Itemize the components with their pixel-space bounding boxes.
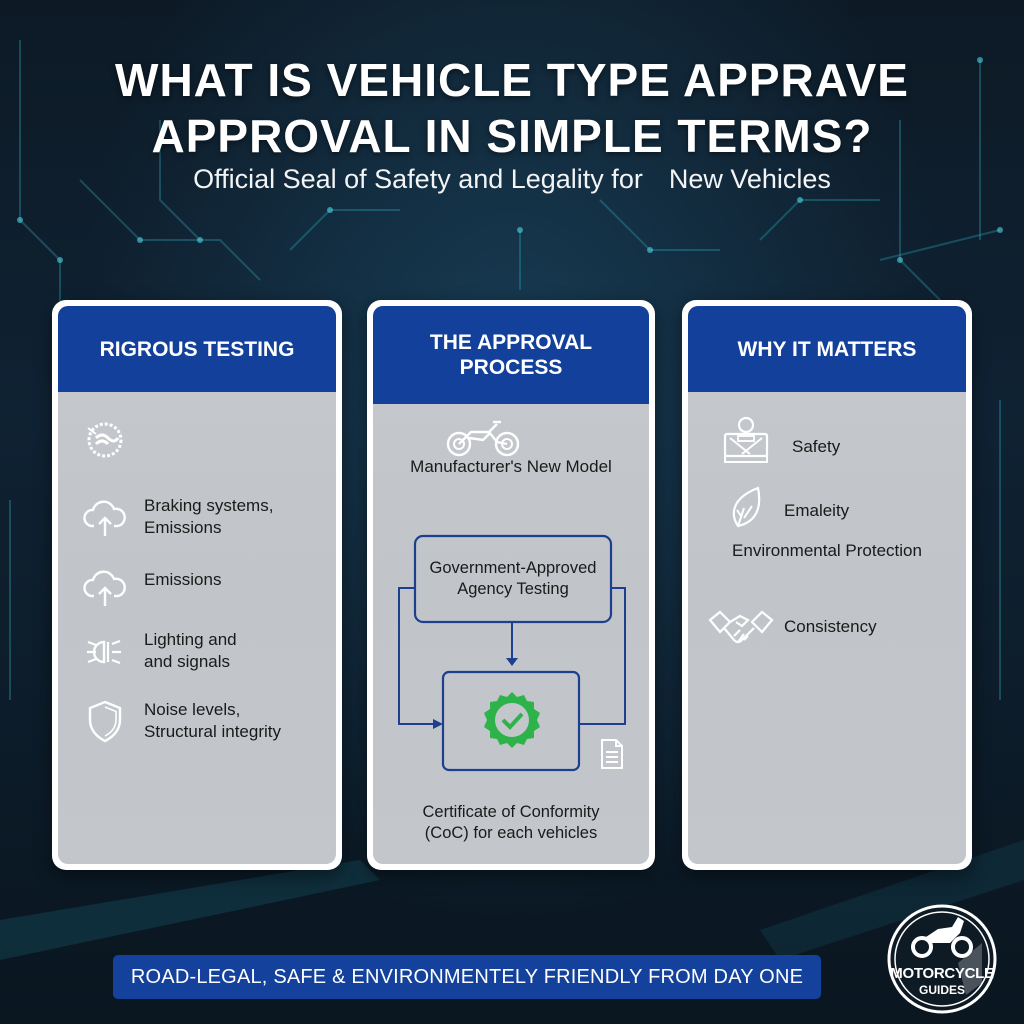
matters-consistency: Consistency (784, 617, 877, 636)
headlight-icon (82, 628, 128, 674)
handshake-icon (708, 606, 774, 657)
item-text: Emissions (144, 570, 222, 589)
list-item: Noise levels,Structural integrity (82, 698, 281, 744)
item-text: Braking systems,Emissions (144, 496, 274, 537)
certificate-label: Certificate of Conformity(CoC) for each … (422, 803, 600, 842)
logo-text-line-2: GUIDES (918, 983, 965, 997)
seatbelt-person-icon (722, 416, 770, 471)
motorcycle-icon (445, 418, 523, 463)
subtitle-part-1: Official Seal of Safety and Legality for (193, 164, 643, 194)
matters-safety: Safety (792, 437, 841, 456)
page-subtitle: Official Seal of Safety and Legality for… (0, 164, 1024, 195)
document-icon (599, 738, 625, 775)
list-item: Braking systems,Emissions (82, 494, 273, 540)
footer-banner: ROAD-LEGAL, SAFE & ENVIRONMENTELY FRIEND… (113, 955, 821, 999)
title-line-1: WHAT IS VEHICLE TYPE APPRAVE (115, 54, 909, 106)
logo-badge-icon (887, 904, 997, 1014)
seal-emblem-icon (80, 416, 126, 462)
card-title: RIGROUS TESTING (58, 306, 336, 392)
item-text: Noise levels,Structural integrity (144, 700, 281, 741)
step-manufacturer-label: Manufacturer's New Model (410, 457, 612, 476)
subtitle-part-2: New Vehicles (668, 164, 831, 194)
cloud-upload-icon (82, 564, 128, 610)
cloud-upload-icon (82, 494, 128, 540)
motorcycle-guides-logo: MOTORCYCLE GUIDES (886, 903, 998, 1015)
page-title: WHAT IS VEHICLE TYPE APPRAVE APPROVAL IN… (0, 52, 1024, 164)
card-why-it-matters: WHY IT MATTERS Safety Emaleity Environme… (682, 300, 972, 870)
matters-environmental: Environmental Protection (732, 541, 922, 560)
list-item: Emissions (82, 564, 221, 610)
logo-text-line-1: MOTORCYCLE (890, 965, 994, 982)
approved-badge-icon (481, 690, 543, 757)
flow-diagram (398, 534, 626, 772)
card-rigorous-testing: RIGROUS TESTING Braking systems,Emission… (52, 300, 342, 870)
leaf-icon (728, 484, 764, 535)
matters-emaleity: Emaleity (784, 501, 850, 520)
list-item (80, 416, 126, 462)
card-title: WHY IT MATTERS (688, 306, 966, 392)
shield-icon (82, 698, 128, 744)
title-line-2: APPROVAL IN SIMPLE TERMS? (151, 110, 873, 162)
